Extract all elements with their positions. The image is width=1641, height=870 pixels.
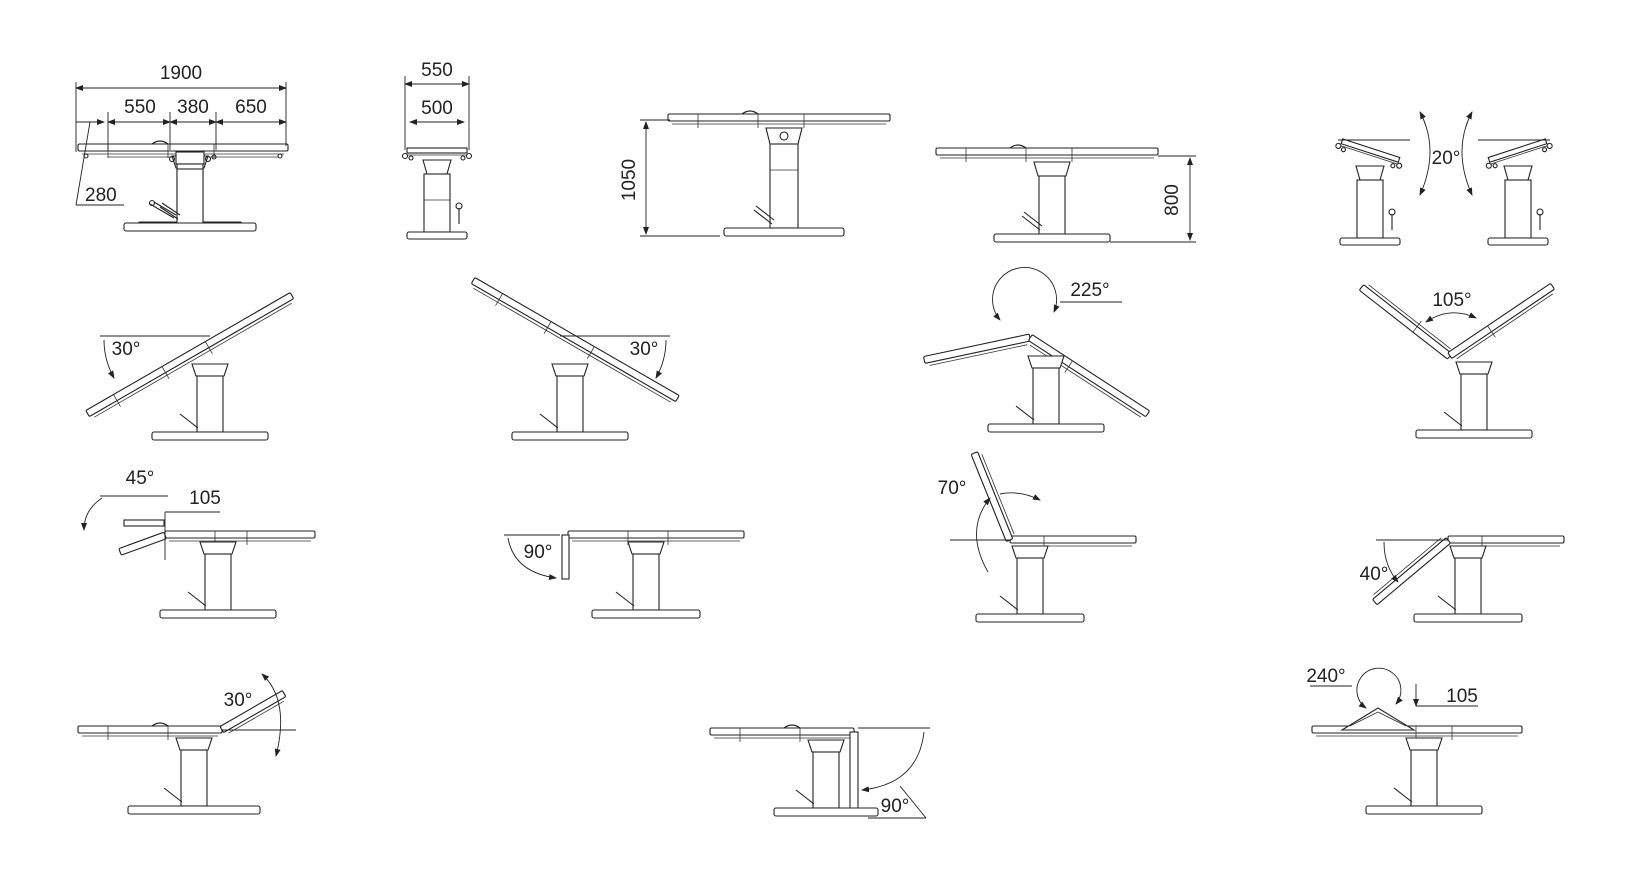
view-lateral-tilt: 20° (1334, 111, 1554, 246)
angle-reverse-trendelenburg: 30° (630, 339, 659, 360)
view-end-dimensions: 550 500 (401, 60, 473, 240)
angle-reflex: 105° (1432, 290, 1471, 311)
view-leg-section-up: 30° (77, 673, 296, 815)
angle-leg-section-up: 30° (224, 690, 253, 711)
angle-back-section-down: 40° (1360, 564, 1389, 585)
view-back-section-down: 40° (1360, 535, 1565, 623)
view-leg-section-down: 90° (709, 724, 930, 819)
dim-head-offset: 105 (189, 488, 221, 509)
view-flex: 225° (923, 267, 1150, 433)
dim-leg-section: 650 (235, 97, 267, 118)
view-side-dimensions: 1900 550 380 650 280 (75, 63, 289, 232)
angle-lateral-tilt: 20° (1432, 148, 1461, 169)
view-reverse-trendelenburg: 30° (471, 277, 680, 441)
angle-leg-section-down: 90° (881, 796, 910, 817)
dim-max-height: 1050 (619, 159, 640, 201)
view-back-section-up: 70° (938, 451, 1137, 623)
dim-total-length: 1900 (160, 63, 202, 84)
angle-flex: 225° (1070, 280, 1109, 301)
dim-min-height: 800 (1162, 184, 1183, 216)
dim-overall-width: 550 (421, 60, 453, 81)
angle-trendelenburg: 30° (112, 339, 141, 360)
view-max-height: 1050 (619, 110, 891, 237)
angle-kidney-bridge: 240° (1306, 666, 1345, 687)
view-head-section-down: 90° (504, 530, 745, 619)
view-reflex: 105° (1359, 283, 1555, 439)
angle-back-section-up: 70° (938, 478, 967, 499)
dim-seat-section: 380 (177, 97, 209, 118)
dim-head-rest: 280 (85, 185, 117, 206)
dim-top-width: 500 (421, 98, 453, 119)
view-min-height: 800 (935, 144, 1196, 243)
angle-head-section-down: 90° (524, 542, 553, 563)
angle-head-section-up: 45° (126, 468, 155, 489)
view-head-section-up: 45° 105 (81, 468, 316, 619)
dim-head-section: 550 (124, 97, 156, 118)
view-kidney-bridge: 240° 105 (1306, 666, 1523, 815)
dim-kidney-offset: 105 (1446, 686, 1478, 707)
view-trendelenburg: 30° (85, 292, 294, 441)
